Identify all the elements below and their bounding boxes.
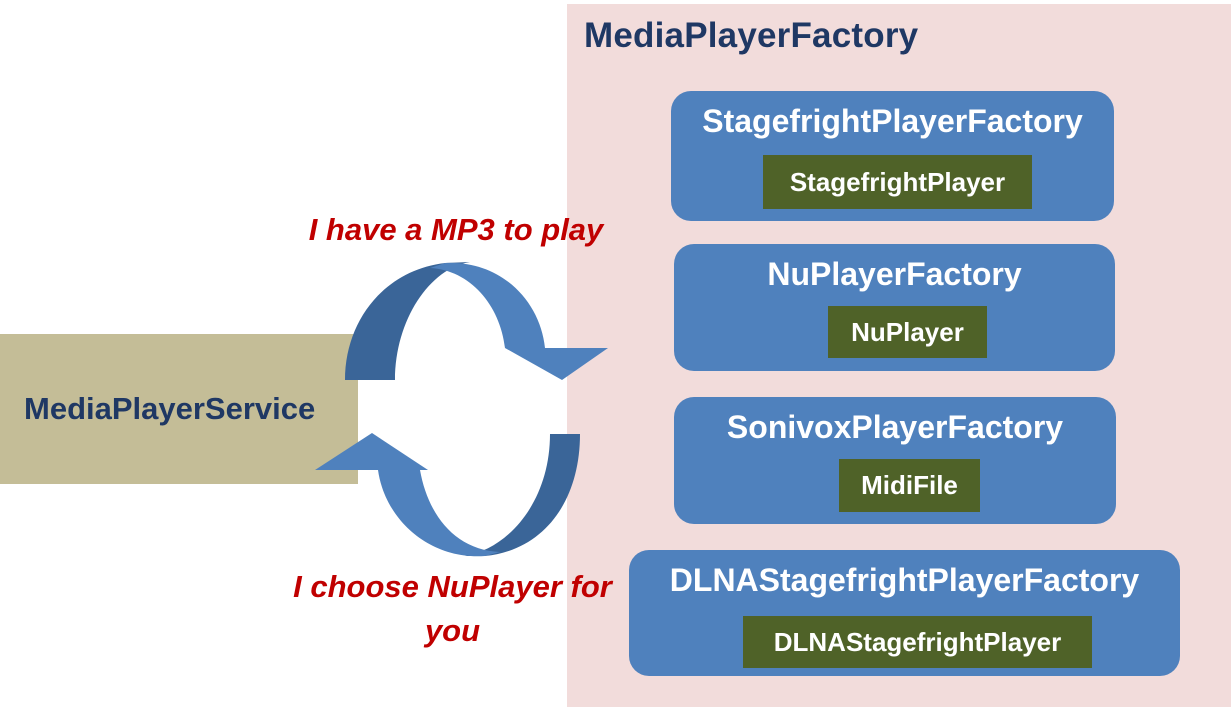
response-message: I choose NuPlayer for you (280, 565, 625, 653)
request-arrow-body-icon (430, 262, 545, 348)
response-arrow-icon (465, 434, 580, 556)
factory-dlna-stagefright: DLNAStagefrightPlayerFactory DLNAStagefr… (629, 550, 1180, 676)
response-message-line2: you (424, 613, 481, 648)
factory-nuplayer: NuPlayerFactory NuPlayer (674, 244, 1115, 371)
factory-name: SonivoxPlayerFactory (726, 409, 1064, 445)
player-box: StagefrightPlayer (763, 155, 1032, 209)
response-arrow-head-icon (315, 433, 428, 470)
request-arrow-icon (345, 262, 470, 380)
service-label: MediaPlayerService (24, 391, 316, 426)
factory-name: NuPlayerFactory (767, 256, 1022, 292)
player-name: NuPlayer (851, 316, 964, 347)
panel-title: MediaPlayerFactory (584, 16, 919, 55)
player-box: DLNAStagefrightPlayer (743, 616, 1092, 668)
response-message-line1: I choose NuPlayer for (293, 569, 612, 604)
factory-sonivox: SonivoxPlayerFactory MidiFile (674, 397, 1116, 524)
player-name: MidiFile (861, 470, 958, 500)
request-message: I have a MP3 to play (296, 208, 616, 252)
factory-name: StagefrightPlayerFactory (702, 103, 1083, 139)
media-player-service-box: MediaPlayerService (0, 334, 358, 484)
factory-name: DLNAStagefrightPlayerFactory (669, 562, 1140, 598)
request-arrow-head-icon (505, 348, 608, 380)
player-box: NuPlayer (828, 306, 987, 358)
player-name: DLNAStagefrightPlayer (773, 626, 1062, 657)
response-arrow-body-icon (378, 470, 500, 557)
player-name: StagefrightPlayer (789, 166, 1006, 197)
request-message-text: I have a MP3 to play (308, 212, 604, 247)
player-box: MidiFile (839, 459, 980, 512)
factory-stagefright: StagefrightPlayerFactory StagefrightPlay… (671, 91, 1114, 221)
